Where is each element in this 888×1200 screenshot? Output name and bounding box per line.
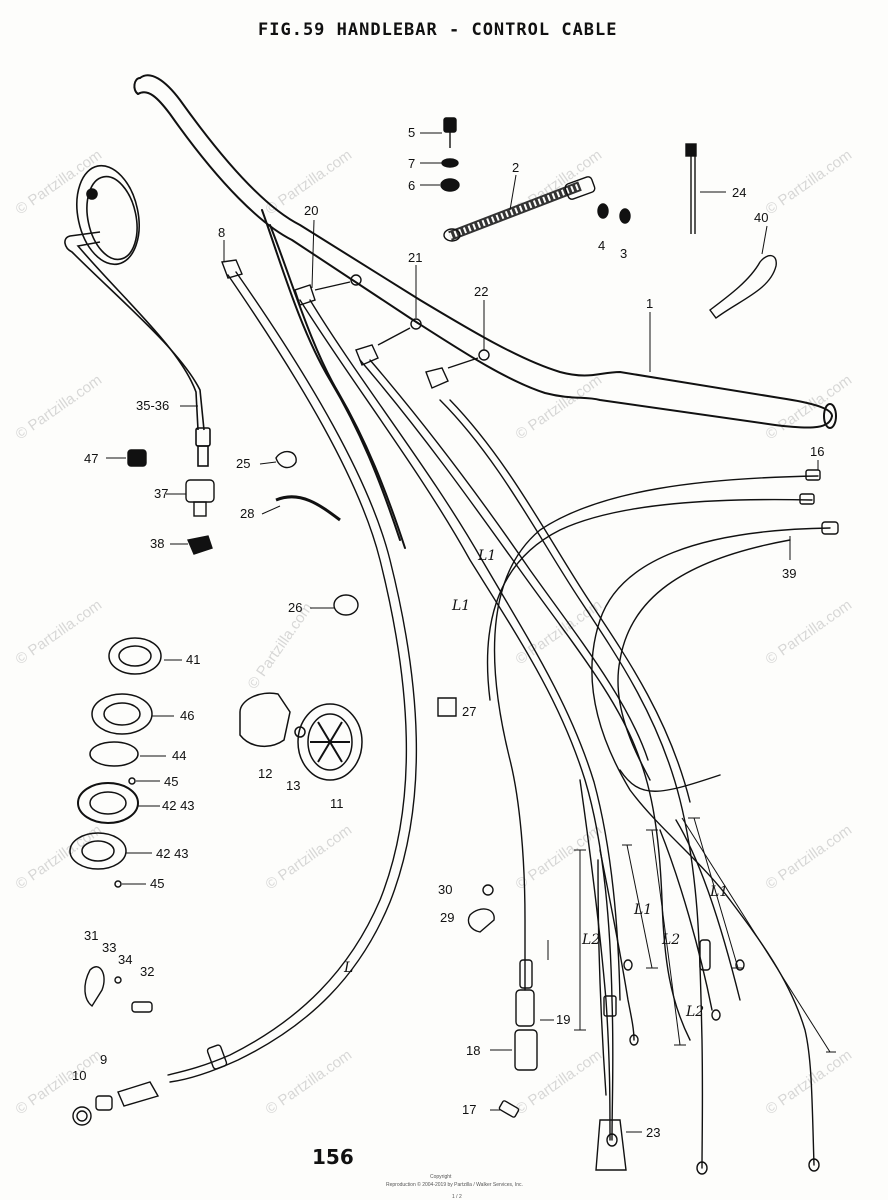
footer-reproduction: Reproduction © 2004-2019 by Partzilla / … (386, 1181, 523, 1188)
watermark: © Partzilla.com (513, 371, 606, 443)
callout-23: 23 (646, 1125, 660, 1140)
callout-4: 4 (598, 238, 605, 253)
callout-20: 20 (304, 203, 318, 218)
callout-47: 47 (84, 451, 98, 466)
lower-hardware (72, 884, 627, 1171)
callout-25: 25 (236, 456, 250, 471)
callout-45: 45 (150, 876, 164, 891)
callout-31: 31 (84, 928, 98, 943)
length-label: L2 (581, 932, 600, 948)
callout-39: 39 (782, 566, 796, 581)
watermark: © Partzilla.com (763, 146, 856, 218)
leader-lines (106, 132, 819, 1133)
length-label: L1 (633, 902, 652, 918)
callout-35-36: 35-36 (136, 398, 169, 413)
callout-41: 41 (186, 652, 200, 667)
length-label: L2 (685, 1004, 704, 1020)
handlebar (133, 74, 837, 549)
callout-11: 11 (330, 796, 344, 811)
callout-3: 3 (620, 246, 627, 261)
callout-17: 17 (462, 1102, 476, 1117)
callout-8: 8 (218, 225, 225, 240)
callout-19: 19 (556, 1012, 570, 1027)
length-label: L2 (661, 932, 680, 948)
dimension-marks (547, 817, 836, 1053)
footer-page: 1 / 2 (452, 1194, 462, 1200)
watermark: © Partzilla.com (13, 146, 106, 218)
page-number: 156 (312, 1145, 354, 1169)
cable-end-fittings (514, 469, 839, 1175)
watermark: © Partzilla.com (263, 821, 356, 893)
callout-2: 2 (512, 160, 519, 175)
watermark: © Partzilla.com (763, 371, 856, 443)
callout-30: 30 (438, 882, 452, 897)
callout-38: 38 (150, 536, 164, 551)
callout-42-43: 42 43 (156, 846, 189, 861)
callout-18: 18 (466, 1043, 480, 1058)
callout-1: 1 (646, 296, 653, 311)
callout-6: 6 (408, 178, 415, 193)
bearing-stack (69, 637, 162, 888)
callout-5: 5 (408, 125, 415, 140)
callout-44: 44 (172, 748, 186, 763)
callout-21: 21 (408, 250, 422, 265)
left-column-parts (127, 449, 457, 717)
watermark: © Partzilla.com (263, 1046, 356, 1118)
length-label: L1 (477, 548, 496, 564)
footer-copyright: Copyright (430, 1174, 452, 1180)
watermark: © Partzilla.com (13, 371, 106, 443)
callout-10: 10 (72, 1068, 86, 1083)
callout-34: 34 (118, 952, 132, 967)
length-label: L (343, 960, 353, 976)
length-labels: L1 L1 L1 L1 L2 L2 L2 L (343, 548, 728, 1020)
callout-27: 27 (462, 704, 476, 719)
watermark: © Partzilla.com (763, 821, 856, 893)
callout-26: 26 (288, 600, 302, 615)
callout-29: 29 (440, 910, 454, 925)
grip-hardware (440, 117, 777, 319)
callout-12: 12 (258, 766, 272, 781)
watermark: © Partzilla.com (13, 596, 106, 668)
callout-7: 7 (408, 156, 415, 171)
callout-16: 16 (810, 444, 824, 459)
watermark: © Partzilla.com (13, 1046, 106, 1118)
control-cables (167, 271, 831, 1169)
watermark: © Partzilla.com (513, 821, 606, 893)
switch-assembly (239, 692, 363, 781)
watermark: © Partzilla.com (513, 596, 606, 668)
watermark: © Partzilla.com (244, 600, 316, 693)
length-label: L1 (451, 598, 470, 614)
watermark: © Partzilla.com (13, 821, 106, 893)
figure-title: FIG.59 HANDLEBAR - CONTROL CABLE (258, 20, 618, 40)
callout-labels: 5 7 6 2 4 3 24 40 8 20 21 22 1 16 39 35-… (72, 125, 824, 1140)
callout-45: 45 (164, 774, 178, 789)
watermark: © Partzilla.com (513, 1046, 606, 1118)
length-label: L1 (709, 884, 728, 900)
callout-40: 40 (754, 210, 768, 225)
mirror (64, 164, 211, 467)
watermark-layer: © Partzilla.com © Partzilla.com © Partzi… (13, 146, 856, 1118)
callout-46: 46 (180, 708, 194, 723)
callout-13: 13 (286, 778, 300, 793)
callout-24: 24 (732, 185, 746, 200)
callout-33: 33 (102, 940, 116, 955)
callout-32: 32 (140, 964, 154, 979)
callout-28: 28 (240, 506, 254, 521)
callout-37: 37 (154, 486, 168, 501)
callout-9: 9 (100, 1052, 107, 1067)
callout-42-43: 42 43 (162, 798, 195, 813)
watermark: © Partzilla.com (763, 596, 856, 668)
callout-22: 22 (474, 284, 488, 299)
